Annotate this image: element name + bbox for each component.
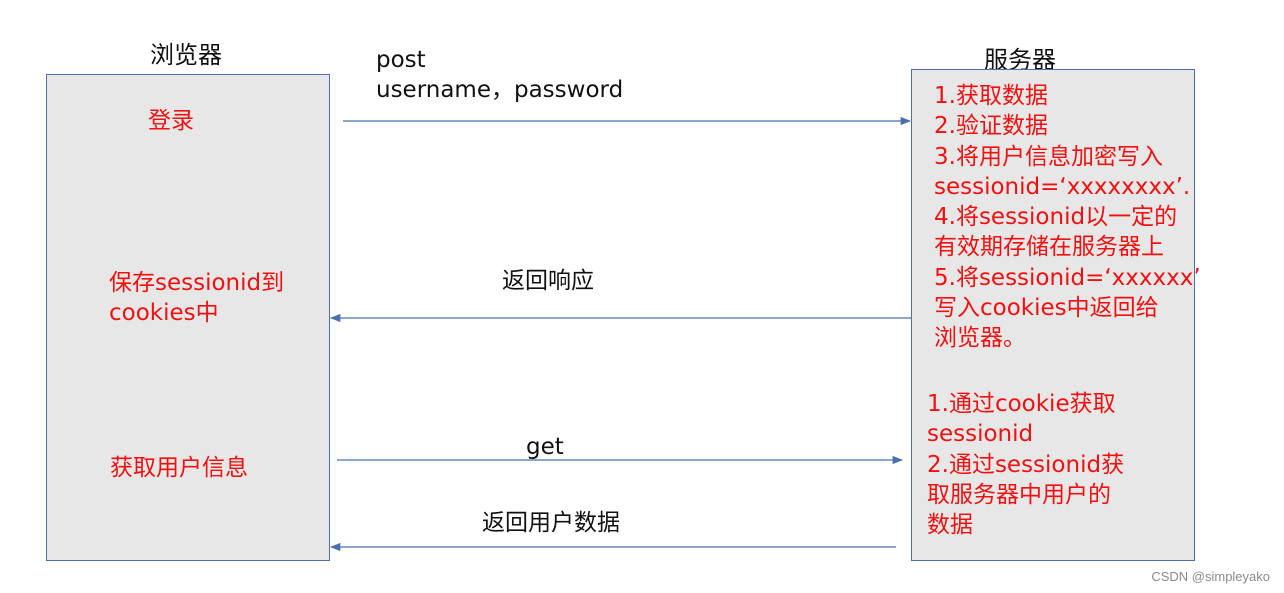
step-line: 写入cookies中返回给 bbox=[934, 295, 1159, 322]
watermark: CSDN @simpleyako bbox=[1151, 569, 1270, 584]
step-line: 1.获取数据 bbox=[934, 83, 1048, 109]
step-line: 浏览器。 bbox=[934, 325, 1026, 352]
step-line: 5.将sessionid=‘xxxxxx’ bbox=[934, 264, 1201, 291]
browser-step-login: 登录 bbox=[148, 106, 194, 136]
get-label: get bbox=[526, 434, 564, 460]
server-login-steps: 1.获取数据 2.验证数据 3.将用户信息加密写入 sessionid=‘xxx… bbox=[934, 81, 1201, 354]
step-line: 1.通过cookie获取 bbox=[927, 391, 1116, 417]
step-line: 3.将用户信息加密写入 bbox=[934, 143, 1163, 170]
server-get-steps: 1.通过cookie获取 sessionid 2.通过sessionid获 取服… bbox=[927, 389, 1124, 540]
browser-title: 浏览器 bbox=[150, 41, 222, 69]
server-box bbox=[911, 69, 1195, 561]
step-line: 2.验证数据 bbox=[934, 113, 1048, 140]
step-line: 保存sessionid到 bbox=[109, 270, 285, 296]
post-params: username，password bbox=[376, 77, 624, 103]
response-label: 返回响应 bbox=[502, 268, 594, 294]
browser-step-save-session: 保存sessionid到 cookies中 bbox=[109, 268, 284, 329]
step-line: 获取用户信息 bbox=[110, 455, 248, 481]
step-line: 登录 bbox=[148, 108, 194, 134]
step-line: sessionid=‘xxxxxxxx’. bbox=[934, 173, 1191, 200]
step-line: 取服务器中用户的 bbox=[927, 481, 1111, 508]
step-line: 2.通过sessionid获 bbox=[927, 451, 1125, 478]
step-line: 数据 bbox=[927, 512, 973, 539]
browser-box bbox=[46, 74, 330, 561]
step-line: sessionid bbox=[927, 421, 1034, 448]
post-method: post bbox=[376, 47, 426, 73]
post-label: post username，password bbox=[376, 45, 623, 105]
step-line: 4.将sessionid以一定的 bbox=[934, 204, 1178, 231]
step-line: 有效期存储在服务器上 bbox=[934, 234, 1164, 261]
browser-step-get-user: 获取用户信息 bbox=[110, 453, 248, 483]
step-line: cookies中 bbox=[109, 300, 219, 327]
user-data-label: 返回用户数据 bbox=[482, 510, 620, 536]
